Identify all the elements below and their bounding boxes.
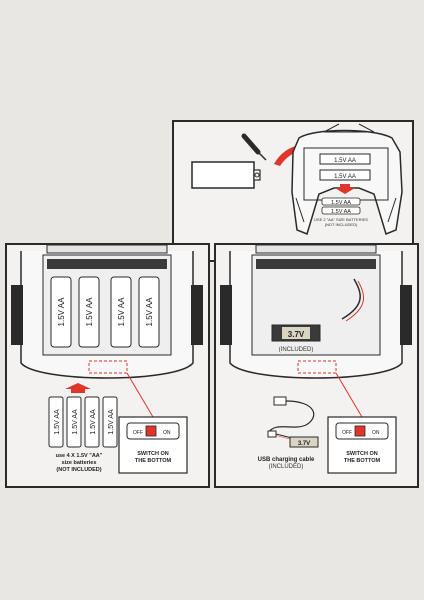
switch-caption-line1: SWITCH ON bbox=[346, 451, 377, 457]
controller-battery-2: 1.5V AA bbox=[319, 169, 371, 181]
battery-label: 1.5V AA bbox=[85, 297, 94, 327]
legend-battery-label: 1.5V AA bbox=[331, 209, 351, 215]
loose-aa-battery: 1.5V AA bbox=[102, 396, 118, 448]
switch-on-label: ON bbox=[372, 430, 380, 436]
pack-voltage-label: 3.7V bbox=[288, 330, 305, 339]
battery-note-line2: (NOT INCLUDED) bbox=[325, 222, 358, 227]
loose-aa-battery: 1.5V AA bbox=[66, 396, 82, 448]
controller-battery-label: 1.5V AA bbox=[334, 158, 356, 164]
legend-battery-1: 1.5V AA bbox=[321, 197, 361, 206]
usb-cable-icon bbox=[267, 396, 315, 443]
power-switch-toggle[interactable] bbox=[354, 425, 366, 437]
pack-wires bbox=[341, 278, 365, 322]
battery-label: 1.5V AA bbox=[54, 409, 61, 435]
installed-aa-battery: 1.5V AA bbox=[50, 276, 72, 348]
switch-off-label: OFF bbox=[133, 430, 143, 436]
battery-note-line3: (NOT INCLUDED) bbox=[56, 467, 101, 473]
battery-springs bbox=[256, 259, 376, 269]
power-switch-callout: OFF ON SWITCH ON THE BOTTOM bbox=[327, 416, 397, 474]
installed-aa-battery: 1.5V AA bbox=[138, 276, 160, 348]
cable-pack-connector: 3.7V bbox=[289, 436, 319, 448]
pack-included-label: (INCLUDED) bbox=[279, 347, 314, 353]
loose-aa-battery: 1.5V AA bbox=[84, 396, 100, 448]
switch-caption-line2: THE BOTTOM bbox=[135, 458, 172, 464]
controller-battery-label: 1.5V AA bbox=[334, 174, 356, 180]
legend-battery-label: 1.5V AA bbox=[331, 200, 351, 206]
battery-label: 1.5V AA bbox=[108, 409, 115, 435]
installed-aa-battery: 1.5V AA bbox=[78, 276, 100, 348]
aa-battery-illustration: 1.5V AA 1.5V AA 1.5V AA 1.5V AA 1.5V AA … bbox=[11, 244, 203, 474]
controller-battery-1: 1.5V AA bbox=[319, 153, 371, 165]
loose-aa-battery: 1.5V AA bbox=[48, 396, 64, 448]
rechargeable-battery-pack: 3.7V (INCLUDED) bbox=[271, 324, 321, 353]
rechargeable-pack-panel: 3.7V (INCLUDED) 3.7V USB charging cable … bbox=[214, 243, 419, 488]
switch-caption-line2: THE BOTTOM bbox=[344, 458, 381, 464]
battery-note-line2: size batteries bbox=[62, 460, 97, 466]
up-arrow-icon bbox=[335, 184, 355, 194]
battery-note-line1: use 4 X 1.5V "AA" bbox=[56, 453, 103, 459]
battery-note-line1: USE 2 "AA" SIZE BATTERIES bbox=[314, 217, 368, 222]
battery-cover-icon bbox=[191, 161, 261, 189]
battery-label: 1.5V AA bbox=[72, 409, 79, 435]
switch-caption-line1: SWITCH ON bbox=[137, 451, 168, 457]
battery-label: 1.5V AA bbox=[90, 409, 97, 435]
switch-on-label: ON bbox=[163, 430, 171, 436]
remote-controller-illustration: 1.5V AA 1.5V AA 1.5V AA 1.5V AA USE 2 "A… bbox=[191, 123, 403, 236]
usb-cable-caption: USB charging cable bbox=[258, 457, 315, 463]
cable-pack-label: 3.7V bbox=[298, 441, 310, 447]
screwdriver-icon bbox=[241, 133, 267, 161]
battery-label: 1.5V AA bbox=[117, 297, 126, 327]
usb-cable-included: (INCLUDED) bbox=[269, 464, 304, 470]
up-arrow-icon bbox=[65, 383, 91, 393]
switch-off-label: OFF bbox=[342, 430, 352, 436]
power-switch-callout: OFF ON SWITCH ON THE BOTTOM bbox=[118, 416, 188, 474]
aa-battery-panel: 1.5V AA 1.5V AA 1.5V AA 1.5V AA 1.5V AA … bbox=[5, 243, 210, 488]
remote-controller-panel: 1.5V AA 1.5V AA 1.5V AA 1.5V AA USE 2 "A… bbox=[172, 120, 414, 262]
battery-label: 1.5V AA bbox=[145, 297, 154, 327]
installed-aa-battery: 1.5V AA bbox=[110, 276, 132, 348]
rechargeable-pack-illustration: 3.7V (INCLUDED) 3.7V USB charging cable … bbox=[220, 244, 412, 474]
battery-springs bbox=[47, 259, 167, 269]
legend-battery-2: 1.5V AA bbox=[321, 206, 361, 215]
battery-label: 1.5V AA bbox=[57, 297, 66, 327]
power-switch-toggle[interactable] bbox=[145, 425, 157, 437]
